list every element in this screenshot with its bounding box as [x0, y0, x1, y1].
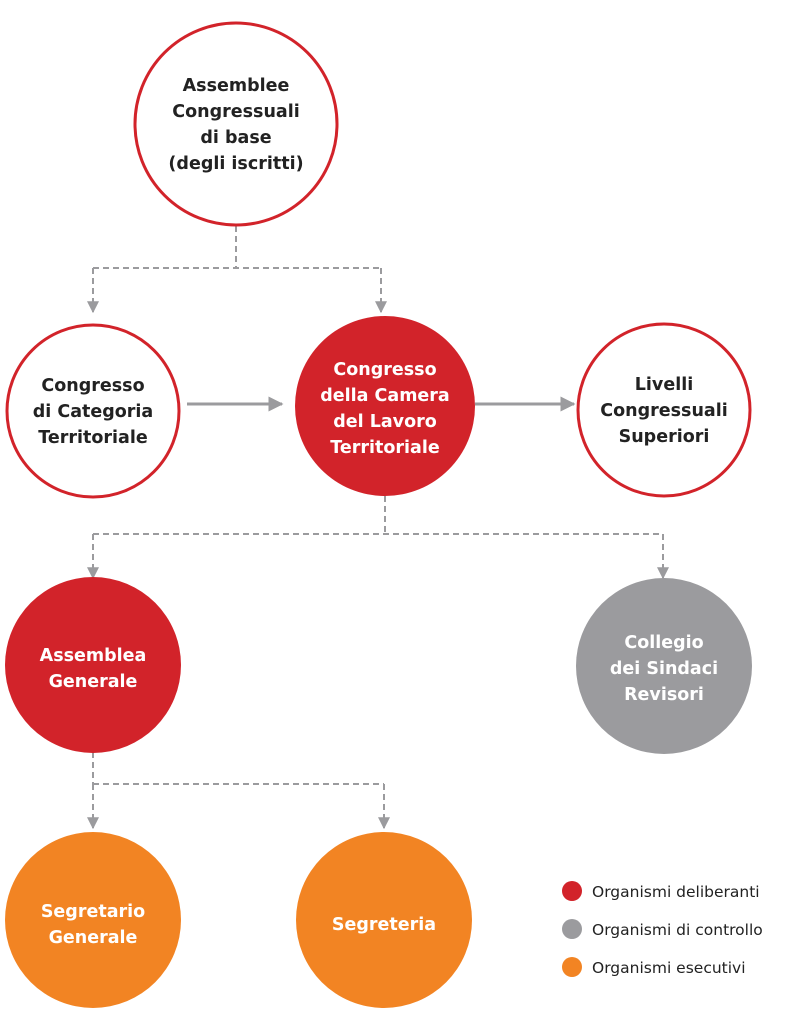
legend-label-esecutivi: Organismi esecutivi [592, 959, 746, 977]
node-label-line: Generale [49, 672, 138, 692]
node-label-line: Assemblee [183, 76, 290, 96]
node-label-line: Revisori [624, 685, 704, 705]
node-label-line: Livelli [635, 375, 693, 395]
node-label-line: di base [200, 128, 271, 148]
legend-item-deliberanti: Organismi deliberanti [562, 881, 760, 901]
node-label-line: Congresso [41, 376, 144, 396]
legend: Organismi deliberanti Organismi di contr… [562, 881, 763, 977]
node-label-line: Territoriale [38, 428, 148, 448]
node-label-line: del Lavoro [333, 412, 437, 432]
node-label-line: Assemblea [40, 646, 147, 666]
node-segreteria: Segreteria [296, 832, 472, 1008]
legend-label-deliberanti: Organismi deliberanti [592, 883, 760, 901]
connector-middle [87, 496, 669, 580]
legend-swatch-controllo [562, 919, 582, 939]
node-label-line: della Camera [320, 386, 450, 406]
legend-swatch-esecutivi [562, 957, 582, 977]
connector-bottom [87, 752, 390, 830]
legend-item-esecutivi: Organismi esecutivi [562, 957, 746, 977]
node-label-line: Congresso [333, 360, 436, 380]
node-label-line: Segretario [41, 902, 145, 922]
connector-top [87, 226, 387, 314]
node-label-line: Generale [49, 928, 138, 948]
node-label-line: Congressuali [600, 401, 727, 421]
node-label-line: dei Sindaci [610, 659, 718, 679]
node-label-line: Collegio [624, 633, 703, 653]
node-label-line: Congressuali [172, 102, 299, 122]
node-label-line: Superiori [619, 427, 710, 447]
node-label-line: Territoriale [330, 438, 440, 458]
legend-swatch-deliberanti [562, 881, 582, 901]
node-label-line: (degli iscritti) [168, 154, 303, 174]
node-label: Segreteria [332, 915, 436, 935]
node-label-line: di Categoria [33, 402, 154, 422]
node-label-line: Segreteria [332, 915, 436, 935]
legend-item-controllo: Organismi di controllo [562, 919, 763, 939]
legend-label-controllo: Organismi di controllo [592, 921, 763, 939]
